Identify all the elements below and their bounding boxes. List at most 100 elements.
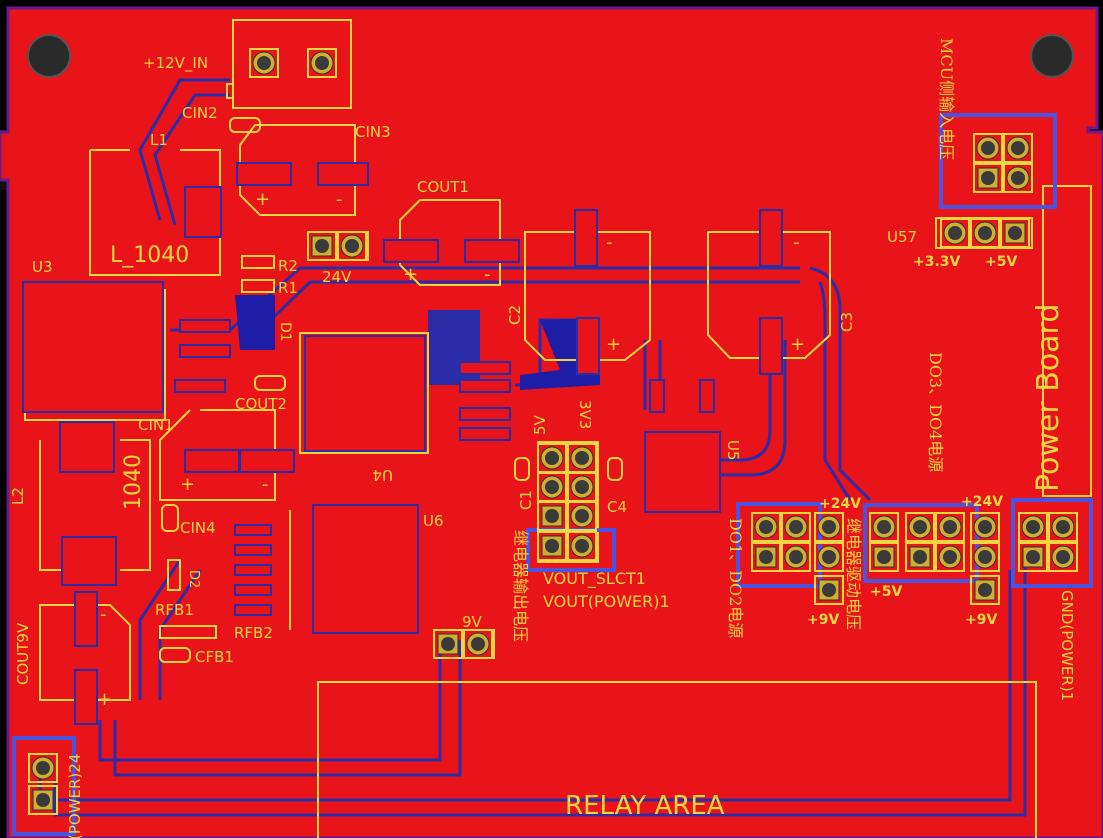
label-c3: C3 xyxy=(838,312,856,332)
drill-hole xyxy=(345,239,359,253)
drill-hole xyxy=(545,451,559,465)
minus-mark: - xyxy=(484,264,491,285)
pad-outline xyxy=(567,501,597,531)
pad-outline xyxy=(869,542,899,572)
drill-hole xyxy=(471,637,485,651)
drill-hole xyxy=(575,539,589,553)
drill-hole xyxy=(36,761,50,775)
pad-outline xyxy=(28,785,58,815)
label-plus-5v-a: +5V xyxy=(870,584,902,600)
label-u4: U4 xyxy=(372,466,393,484)
pad-outline xyxy=(814,542,844,572)
label-plus-24v-b: +24V xyxy=(961,494,1003,510)
drill-hole xyxy=(877,550,891,564)
component-bodies xyxy=(22,162,783,725)
label-cout9v: COUT9V xyxy=(14,622,32,685)
label-d1: D1 xyxy=(277,322,293,342)
drill-hole xyxy=(913,520,927,534)
pad-outline xyxy=(970,575,1000,605)
minus-mark: - xyxy=(606,232,613,253)
silkscreen-labels: +12V_IN CIN2 CIN3 L1 L_1040 U3 R2 R1 D1 … xyxy=(9,38,1076,838)
pad-outline xyxy=(935,512,965,542)
label-cin1: CIN1 xyxy=(138,416,174,434)
pad-outline xyxy=(905,512,935,542)
drill-hole xyxy=(545,480,559,494)
board-title: Power Board xyxy=(1031,304,1066,492)
label-l2: L2 xyxy=(9,487,27,505)
pad-outline xyxy=(433,629,463,659)
drill-hole xyxy=(1011,141,1025,155)
drill-hole xyxy=(575,509,589,523)
pad-outline xyxy=(1003,133,1033,163)
drill-hole xyxy=(789,550,803,564)
label-r2: R2 xyxy=(278,257,298,275)
label-gnd-power1: GND(POWER)1 xyxy=(1058,590,1076,701)
minus-mark: - xyxy=(100,604,107,625)
plus-mark: + xyxy=(606,334,621,355)
pad-outline xyxy=(814,575,844,605)
drill-hole xyxy=(978,550,992,564)
label-relay-drive-voltage: 继电器驱动电压 xyxy=(844,518,863,630)
drill-hole xyxy=(545,539,559,553)
drill-hole xyxy=(575,480,589,494)
pad-outline xyxy=(935,542,965,572)
label-l-1040: L_1040 xyxy=(110,243,189,268)
pad-outline xyxy=(940,218,970,248)
drill-hole xyxy=(822,583,836,597)
drill-hole xyxy=(978,520,992,534)
label-rfb2: RFB2 xyxy=(234,624,273,642)
pad-outline xyxy=(307,231,337,261)
pad-outline xyxy=(751,542,781,572)
label-9v: 9V xyxy=(462,613,483,631)
label-plus-9v-b: +9V xyxy=(965,612,997,628)
pad-outline xyxy=(1048,542,1078,572)
drill-hole xyxy=(981,171,995,185)
pad-outline xyxy=(781,542,811,572)
drill-hole xyxy=(257,56,271,70)
label-d2: D2 xyxy=(186,570,201,588)
label-plus-3v3: +3.3V xyxy=(913,254,961,270)
pad-outline xyxy=(28,753,58,783)
plus-mark: + xyxy=(97,689,112,710)
label-do1-do2-power: DO1、DO2电源 xyxy=(726,518,745,638)
label-vout-power1: VOUT(POWER)1 xyxy=(543,592,670,611)
pad-outline xyxy=(1003,163,1033,193)
drill-hole xyxy=(877,520,891,534)
pad-outline xyxy=(973,163,1003,193)
drill-hole xyxy=(36,793,50,807)
minus-mark: - xyxy=(336,189,343,210)
label-cin2: CIN2 xyxy=(182,104,218,122)
label-l1: L1 xyxy=(150,131,168,149)
label-5v-select: 5V xyxy=(531,414,549,435)
label-mcu-input-voltage: MCU侧输入电压 xyxy=(937,38,956,160)
drill-hole xyxy=(1008,226,1022,240)
plus-mark: + xyxy=(255,189,270,210)
pad-outline xyxy=(1048,512,1078,542)
pad-outline xyxy=(307,48,337,78)
label-c4: C4 xyxy=(607,498,627,516)
drill-hole xyxy=(315,56,329,70)
label-vout-slct1: VOUT_SLCT1 xyxy=(543,569,646,589)
drill-hole xyxy=(759,550,773,564)
label-plus-5v-u57: +5V xyxy=(985,254,1017,270)
label-power24: (POWER)24 xyxy=(66,754,84,838)
drill-hole xyxy=(913,550,927,564)
drill-hole xyxy=(441,637,455,651)
pad-outline xyxy=(970,218,1000,248)
pad-outline xyxy=(1018,542,1048,572)
label-cfb1: CFB1 xyxy=(195,648,234,666)
drill-hole xyxy=(943,550,957,564)
drill-hole xyxy=(981,141,995,155)
drill-hole xyxy=(545,509,559,523)
label-l2-1040: 1040 xyxy=(121,454,146,510)
label-12v-in: +12V_IN xyxy=(143,54,208,73)
plus-mark: + xyxy=(403,264,418,285)
drill-hole xyxy=(575,451,589,465)
label-c2: C2 xyxy=(506,305,524,325)
label-u57: U57 xyxy=(887,228,917,246)
plus-mark: + xyxy=(180,474,195,495)
drill-hole xyxy=(822,520,836,534)
pad-outline xyxy=(970,512,1000,542)
